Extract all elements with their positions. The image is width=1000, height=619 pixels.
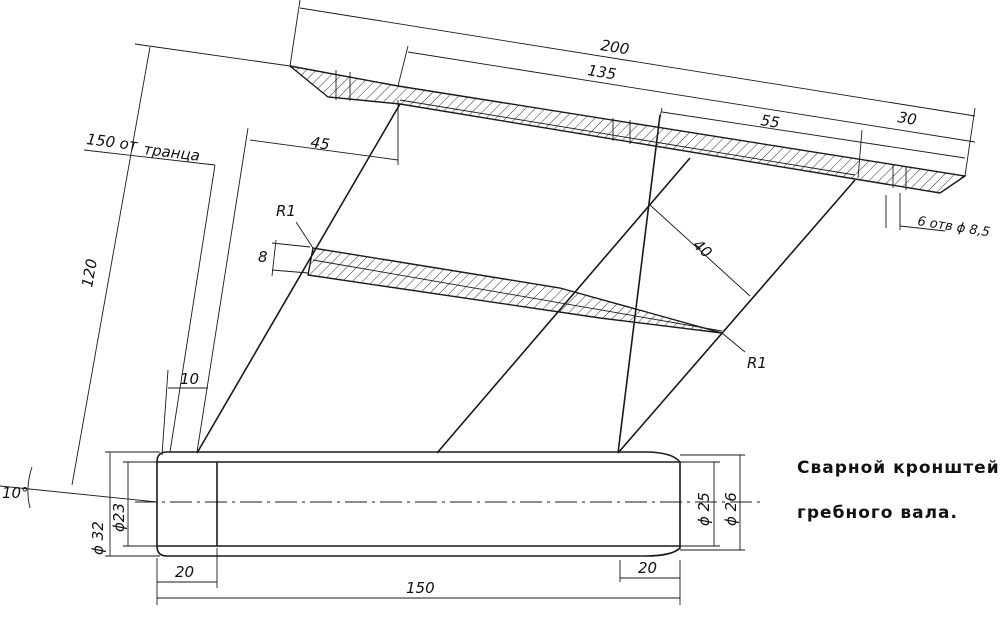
dim-8: 8	[258, 248, 268, 266]
dim-55: 55	[759, 111, 781, 132]
holes-label: 6 отв ϕ 8,5	[916, 214, 991, 240]
caption-line-1: Сварной кронштейн	[797, 458, 1000, 478]
dim-120: 120	[78, 257, 101, 288]
transom-label: транца	[143, 140, 201, 165]
phi-23: ϕ23	[110, 503, 128, 532]
dim-20-right: 20	[638, 559, 657, 577]
r1-top-label: R1	[276, 202, 296, 220]
dim-45: 45	[309, 133, 330, 153]
hub	[135, 451, 760, 557]
dim-150: 150	[406, 579, 435, 597]
strut-section	[307, 247, 723, 334]
dim-10: 10	[180, 370, 199, 388]
dim-30: 30	[896, 108, 918, 129]
caption: Сварной кронштейн гребного вала.	[797, 458, 1000, 523]
top-flange	[289, 65, 967, 194]
phi-32: ϕ 32	[89, 521, 107, 555]
strut-lines	[196, 103, 856, 454]
phi-26: ϕ 26	[722, 492, 740, 526]
angle-10: 10°	[2, 484, 29, 502]
caption-line-2: гребного вала.	[797, 503, 958, 523]
dim-40: 40	[689, 236, 715, 262]
dimension-lines	[0, 0, 976, 605]
dim-200: 200	[599, 36, 630, 58]
phi-25: ϕ 25	[695, 492, 713, 526]
r1-bottom-label: R1	[747, 354, 767, 372]
dim-20-left: 20	[175, 563, 194, 581]
dim-135: 135	[586, 61, 617, 83]
